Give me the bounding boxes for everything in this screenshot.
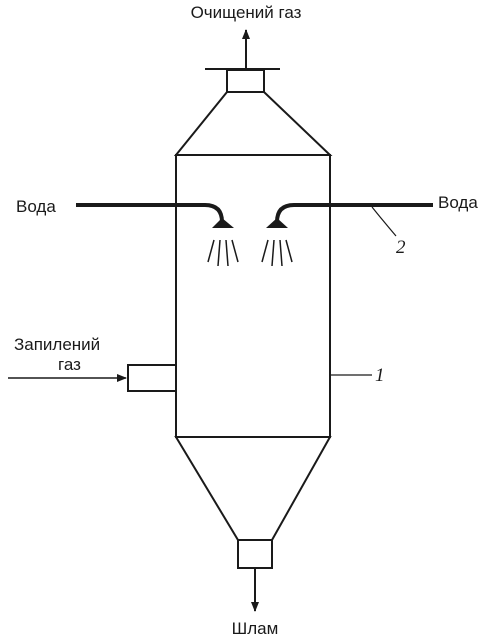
callout-body: 1 bbox=[375, 365, 385, 386]
outlet-nozzle bbox=[205, 68, 280, 93]
scrubber-body bbox=[175, 154, 331, 438]
gas-inlet-nozzle bbox=[127, 364, 177, 392]
label-inlet-gas-line2: газ bbox=[58, 355, 81, 374]
label-outlet-gas: Очищений газ bbox=[191, 3, 302, 22]
spray-nozzle-left bbox=[212, 218, 234, 228]
spray-nozzle-right bbox=[266, 218, 288, 228]
bottom-cone bbox=[174, 436, 332, 541]
label-water-right: Вода bbox=[438, 193, 478, 212]
top-cone bbox=[173, 91, 333, 156]
spray-left bbox=[207, 239, 239, 267]
label-inlet-gas-line1: Запилений bbox=[14, 335, 100, 354]
outlet-pipe bbox=[226, 69, 265, 93]
leader-water-pipe bbox=[371, 206, 397, 237]
spray-right bbox=[261, 239, 293, 267]
sludge-outlet-pipe bbox=[237, 539, 273, 569]
callout-water-pipe: 2 bbox=[396, 237, 406, 258]
label-water-left: Вода bbox=[16, 197, 56, 216]
label-sludge: Шлам bbox=[232, 619, 279, 638]
